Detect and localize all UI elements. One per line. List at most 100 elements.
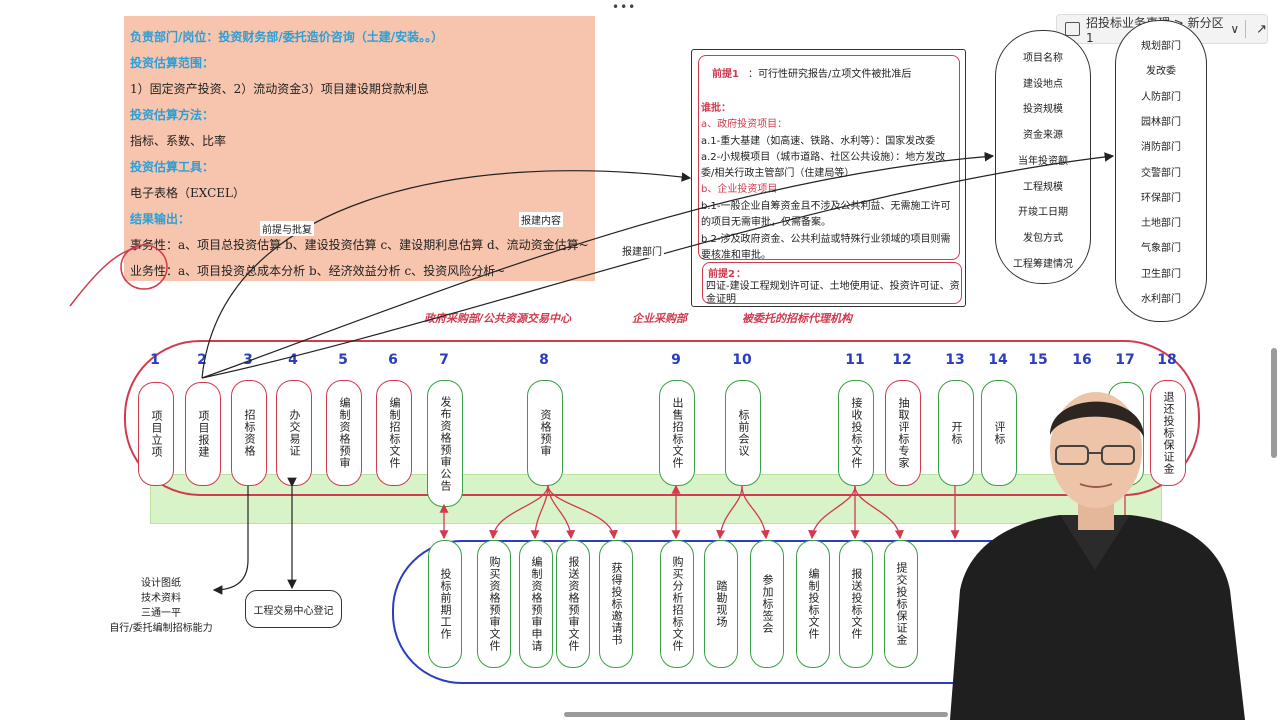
prereq2-label: 前提2 [708, 269, 735, 280]
bidder-step: 踏勘现场 [704, 540, 738, 668]
prereq1-label: 前提1 [712, 69, 739, 80]
prerequisites-box [691, 49, 966, 307]
department-column: 规划部门发改委人防部门园林部门消防部门交警部门环保部门土地部门气象部门卫生部门水… [1115, 20, 1207, 322]
department-item: 人防部门 [1141, 91, 1181, 103]
step-number: 3 [243, 352, 253, 368]
step-number: 6 [388, 352, 398, 368]
tender-step: 招标资格 [231, 380, 267, 486]
vertical-scrollbar[interactable] [1271, 348, 1277, 458]
cert-line2: 金证明 [706, 294, 736, 305]
estimate-heading: 投资估算范围： [130, 56, 215, 70]
tender-step: 标前会议 [725, 380, 761, 486]
step-number: 18 [1157, 352, 1177, 368]
cert-line1: 四证-建设工程规划许可证、土地使用证、投资许可证、资 [706, 281, 960, 292]
estimate-text: 事务性：a、项目总投资估算 b、建设投资估算 c、建设期利息估算 d、流动资金估… [130, 238, 589, 252]
arrow-notes [212, 486, 249, 595]
tender-step: 编制资格预审 [326, 380, 362, 486]
arrow-prereq-approval [201, 170, 692, 379]
prereq2-sep: ： [736, 269, 746, 280]
gov-a1: a.1-重大基建（如高速、铁路、水利等）：国家发改委 [701, 136, 936, 147]
project-info-item: 投资规模 [1023, 104, 1063, 116]
arrow-report-dept [201, 152, 1115, 379]
note-item: 技术资料 [141, 593, 181, 604]
project-info-item: 发包方式 [1023, 232, 1063, 244]
tender-step: 发布资格预审公告 [427, 380, 463, 507]
tender-step: 开标 [938, 380, 974, 486]
divider [1245, 20, 1247, 38]
gov-project-heading: a、政府投资项目： [701, 119, 788, 130]
estimate-text: 1）固定资产投资、2）流动资金3）项目建设期贷款利息 [130, 82, 429, 96]
prerequisite-2-box [702, 262, 962, 304]
bidder-step: 购买资格预审文件 [477, 540, 511, 668]
note-item: 设计图纸 [141, 578, 181, 589]
estimate-heading: 投资估算方法： [130, 108, 215, 122]
tender-step: 编制招标文件 [376, 380, 412, 486]
department-item: 园林部门 [1141, 116, 1181, 128]
step-number: 11 [845, 352, 865, 368]
ent-project-heading: b、企业投资项目 [701, 184, 778, 195]
gov-a2-line2: 委/相关行政主管部门（住建局等） [701, 168, 855, 179]
who-approves-label: 谁批： [701, 103, 731, 114]
notebook-icon [1065, 22, 1080, 36]
department-item: 消防部门 [1141, 142, 1181, 154]
project-info-item: 建设地点 [1023, 78, 1063, 90]
annotation-report-content: 报建内容 [519, 212, 563, 227]
department-item: 环保部门 [1141, 192, 1181, 204]
project-info-item: 工程规模 [1023, 181, 1063, 193]
step-number: 17 [1115, 352, 1135, 368]
tender-step: 项目立项 [138, 382, 174, 486]
prerequisite-1-box [698, 55, 960, 260]
step-number: 5 [338, 352, 348, 368]
project-info-item: 项目名称 [1023, 53, 1063, 64]
step-number: 8 [539, 352, 549, 368]
estimate-text: 业务性：a、项目投资总成本分析 b、经济效益分析 c、投资风险分析~ [130, 264, 506, 278]
tender-step: 退还投标保证金 [1150, 380, 1186, 486]
investment-estimate-box: 负责部门/岗位：投资财务部/委托造价咨询（土建/安装。。） 投资估算范围： 1）固定… [124, 16, 595, 281]
estimate-heading: 投资估算工具： [130, 160, 215, 174]
ent-b1-line1: b.1-一般企业自筹资金且不涉及公共利益、无需施工许可 [701, 201, 951, 212]
step-number: 15 [1028, 352, 1048, 368]
department-item: 规划部门 [1141, 41, 1181, 52]
department-item: 水利部门 [1141, 294, 1181, 305]
arrow-report-content [201, 151, 995, 379]
department-item: 气象部门 [1141, 243, 1181, 255]
horizontal-scrollbar[interactable] [564, 712, 948, 717]
ent-b2-line2: 要核准和审批。 [701, 250, 771, 261]
tender-step: 抽取评标专家 [885, 380, 921, 486]
registration-box: 工程交易中心登记 [245, 590, 342, 628]
gov-a2-line1: a.2-小规模项目（城市道路、社区公共设施）：地方发改 [701, 152, 946, 163]
chevron-down-icon[interactable]: ∨ [1230, 22, 1240, 36]
bidder-step: 购买分析招标文件 [660, 540, 694, 668]
enterprise-procurement-label: 企业采购部 [632, 312, 687, 325]
agency-label: 被委托的招标代理机构 [742, 312, 852, 325]
tender-step: 资格预审 [527, 380, 563, 486]
department-item: 交警部门 [1141, 167, 1181, 179]
presenter-video [950, 392, 1245, 720]
step-number: 10 [732, 352, 752, 368]
more-options-icon[interactable]: ••• [612, 0, 637, 14]
note-item: 自行/委托编制招标能力 [109, 623, 213, 634]
tender-step: 接收投标文件 [838, 380, 874, 486]
step-number: 7 [439, 352, 449, 368]
project-info-item: 资金来源 [1023, 130, 1063, 142]
expand-icon[interactable]: ↗ [1256, 21, 1267, 37]
ent-b2-line1: b.2-涉及政府资金、公共利益或特殊行业领域的项目则需 [701, 234, 951, 245]
tender-step: 项目报建 [185, 382, 221, 486]
tender-step: 出售招标文件 [659, 380, 695, 486]
step-number: 4 [288, 352, 298, 368]
bidder-step: 参加标签会 [750, 540, 784, 668]
bidder-step: 编制资格预审申请 [519, 540, 553, 668]
tender-process-ring [124, 340, 1200, 496]
step-number: 14 [988, 352, 1008, 368]
estimate-heading: 负责部门/岗位：投资财务部/委托造价咨询（土建/安装。。） [130, 30, 444, 44]
annotation-report-dept: 报建部门 [620, 243, 664, 258]
step-number: 12 [892, 352, 912, 368]
bidder-step: 提交投标保证金 [884, 540, 918, 668]
department-item: 土地部门 [1141, 218, 1181, 230]
tender-step: 办交易证 [276, 380, 312, 486]
prereq1-text: ：可行性研究报告/立项文件被批准后 [748, 69, 912, 80]
estimate-text: 电子表格（EXCEL） [130, 186, 246, 200]
gov-procurement-label: 政府采购部/公共资源交易中心 [424, 312, 572, 325]
project-info-column: 项目名称建设地点投资规模资金来源当年投资额工程规模开竣工日期发包方式工程筹建情况 [995, 30, 1091, 284]
